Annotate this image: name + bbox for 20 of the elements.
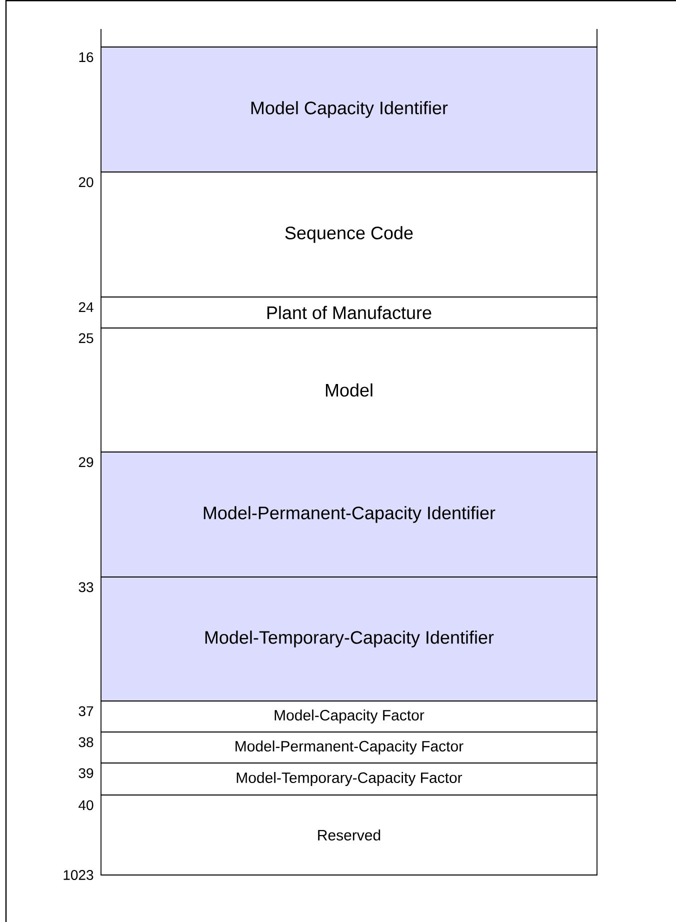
offset-number: 37 <box>78 706 94 716</box>
offset-number: 39 <box>78 768 94 778</box>
offset-number: 16 <box>79 52 94 62</box>
field-box: Model-Temporary-Capacity Identifier <box>100 576 598 702</box>
offset-number: 25 <box>78 333 94 344</box>
field-box: Reserved <box>100 794 598 876</box>
offset-number: 24 <box>78 302 94 312</box>
offset-number: 40 <box>78 800 94 810</box>
field-box: Model Capacity Identifier <box>100 46 598 172</box>
field-box: Plant of Manufacture <box>100 296 598 328</box>
field-box: Model-Capacity Factor <box>100 700 598 732</box>
offset-number: 1023 <box>64 870 94 880</box>
offset-number: 29 <box>78 457 94 468</box>
field-box: Sequence Code <box>100 172 598 298</box>
field-box: Model-Permanent-Capacity Factor <box>100 732 598 764</box>
offset-number: 33 <box>78 582 94 592</box>
offset-number: 38 <box>78 737 94 748</box>
field-box: Model-Temporary-Capacity Factor <box>100 762 598 796</box>
offset-number: 20 <box>78 177 94 188</box>
field-box: Model-Permanent-Capacity Identifier <box>100 452 598 578</box>
